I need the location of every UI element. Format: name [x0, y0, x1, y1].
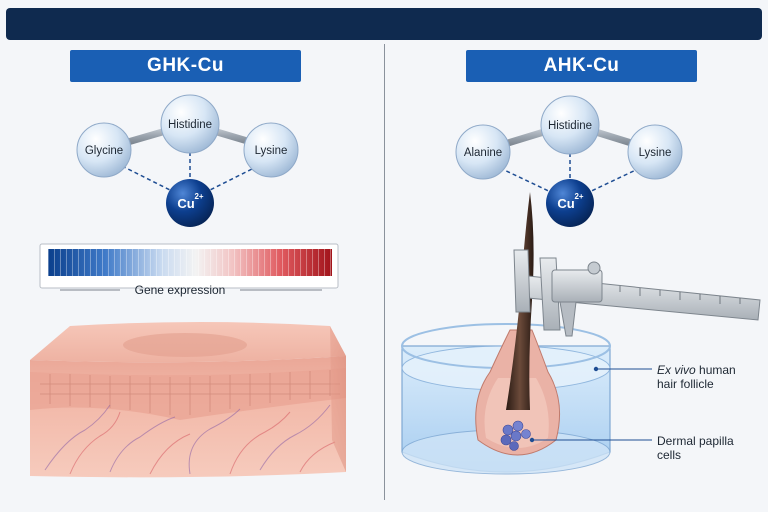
- blood-vessels-red: [69, 411, 336, 475]
- ghk-molecule: Glycine Histidine Lysine Cu 2+: [76, 94, 299, 227]
- scale-label: Gene expression: [135, 283, 226, 297]
- node-label: Lysine: [255, 145, 288, 157]
- skin-tissue-block: [30, 322, 346, 478]
- caliper-slider: [551, 269, 603, 303]
- callout-dermal-papilla: Dermal papilla cells: [657, 434, 734, 462]
- follicle-bulb: [484, 378, 549, 448]
- callout-hair-follicle: Ex vivo human hair follicle: [657, 363, 736, 391]
- caliper-depth-tip: [559, 301, 577, 337]
- blood-vessels: [44, 404, 331, 475]
- coordination-line: [582, 167, 641, 196]
- amino-acid-node-lysine: [627, 124, 683, 180]
- header-bar: [6, 8, 762, 40]
- caliper: [513, 249, 761, 337]
- amino-acid-node-histidine: [540, 95, 600, 155]
- copper-symbol: Cu: [177, 196, 194, 211]
- node-label: Glycine: [85, 145, 123, 157]
- coordination-line: [201, 165, 259, 195]
- node-label: Alanine: [464, 147, 502, 159]
- callout-dermal-papilla-line1: Dermal papilla: [657, 434, 734, 448]
- skin-treated-area: [123, 333, 247, 357]
- node-label: Histidine: [168, 119, 212, 131]
- dermal-papilla-cells: [500, 420, 531, 451]
- ahk-molecule: Alanine Histidine Lysine Cu 2+: [455, 95, 683, 227]
- skin-side-face: [330, 326, 346, 472]
- callout-hair-follicle-rest: human: [695, 363, 736, 377]
- callout-dot: [529, 437, 535, 443]
- gene-expression-scale: Gene expression: [39, 243, 339, 297]
- copper-ion-node: [166, 179, 214, 227]
- caliper-scale-ticks: [599, 284, 741, 304]
- cell-pattern: [40, 370, 340, 415]
- amino-acid-node-lysine: [243, 122, 299, 178]
- callout-dot: [593, 366, 599, 372]
- coordination-line: [499, 167, 558, 196]
- caliper-thumb-wheel: [587, 261, 601, 275]
- caliper-fixed-jaw: [513, 249, 531, 313]
- callout-hair-follicle-italic: Ex vivo: [657, 363, 696, 377]
- copper-charge: 2+: [574, 192, 583, 201]
- hair-follicle: [475, 192, 561, 456]
- panel-title-ghk-cu: GHK-Cu: [70, 50, 301, 82]
- node-label: Histidine: [548, 120, 592, 132]
- amino-acid-node-glycine: [76, 122, 132, 178]
- panel-divider: [384, 44, 385, 500]
- copper-charge: 2+: [194, 192, 203, 201]
- amino-acid-node-histidine: [160, 94, 220, 154]
- copper-symbol: Cu: [557, 196, 574, 211]
- coordination-line: [121, 165, 179, 195]
- node-label: Lysine: [639, 147, 672, 159]
- callout-hair-follicle-line2: hair follicle: [657, 377, 714, 391]
- panel-title-ahk-cu: AHK-Cu: [466, 50, 697, 82]
- amino-acid-node-alanine: [455, 124, 511, 180]
- scale-stripes: [48, 249, 332, 276]
- callout-dermal-papilla-line2: cells: [657, 448, 682, 462]
- copper-ion-node: [546, 179, 594, 227]
- hair-shaft: [506, 192, 534, 410]
